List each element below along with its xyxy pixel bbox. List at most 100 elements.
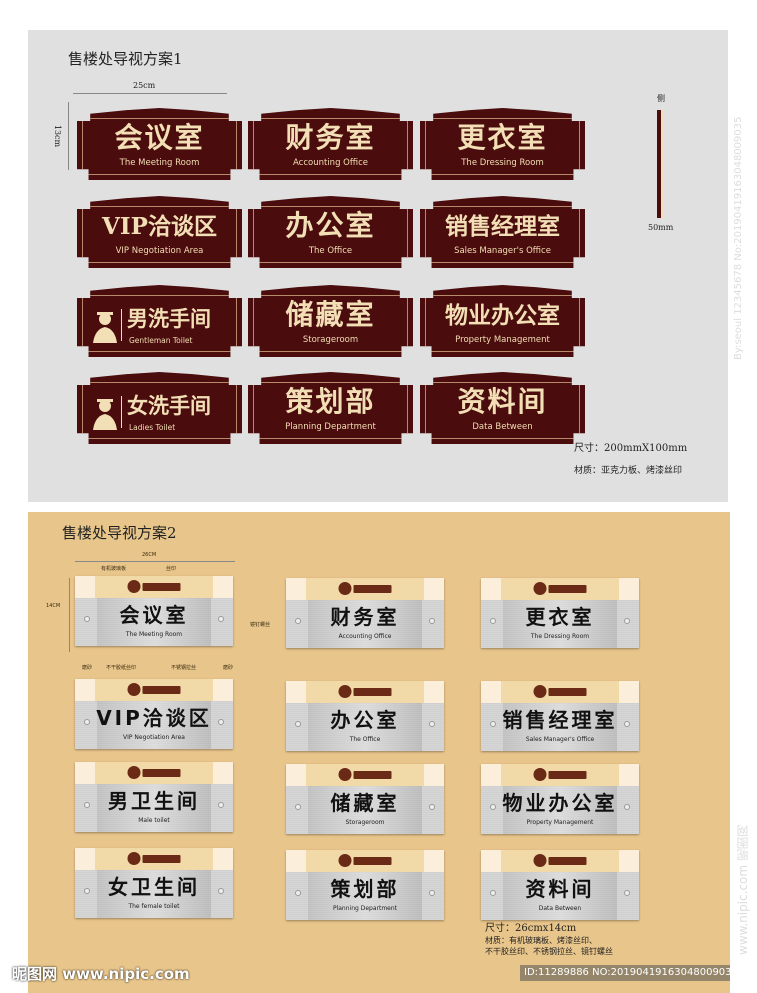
sign-subtitle: The Dressing Room [530,633,590,640]
sign-subtitle: Storageroom [302,335,359,345]
sign-border [425,206,580,263]
brand-logo-icon [127,580,181,593]
sign-border [253,382,408,439]
height-dimension-line [69,578,70,652]
sign-border [82,206,237,263]
sign-title: VIP洽谈区 [96,706,212,730]
brand-logo-icon [533,685,587,698]
woman-figure-icon [93,399,117,430]
divider [121,309,122,341]
plan2-title: 售楼处导视方案2 [62,524,177,542]
steel-plate [286,703,444,751]
sign-subtitle: VIP Negotiation Area [115,246,204,256]
plan1-title: 售楼处导视方案1 [68,50,183,68]
sign-subtitle: Accounting Office [338,633,392,640]
man-figure-icon [93,312,117,343]
width-dimension-line [73,93,227,94]
sign-title: 物业办公室 [445,302,560,329]
sign-border [253,206,408,263]
steel-plate [481,600,639,648]
height-label: 13cm [53,124,63,148]
plan1-sign: 销售经理室 Sales Manager's Office [420,196,585,268]
width-dimension-line [75,561,235,562]
sign-title: 物业办公室 [502,791,618,815]
sign-title: 男洗手间 [127,306,211,331]
steel-plate [75,870,233,918]
sign-subtitle: The Meeting Room [125,631,183,638]
sign-border [82,295,237,352]
brand-logo-icon [338,685,392,698]
sign-subtitle: Male toilet [138,817,170,824]
sign-title: 办公室 [330,708,400,732]
brand-logo-icon [338,768,392,781]
screw-icon [624,618,630,624]
watermark-vertical-2: www.nipic.com 昵图网 [736,825,750,955]
brand-logo-icon [533,582,587,595]
screw-icon [429,618,435,624]
sign-title: 销售经理室 [445,213,560,240]
annotation-screw: 镜钉螺丝 [250,622,271,628]
sign-border [82,118,237,175]
screw-icon [429,804,435,810]
sign-subtitle: Sales Manager's Office [454,246,551,256]
steel-plate [75,701,233,749]
sign-subtitle: Storageroom [345,819,385,826]
sign-title: 销售经理室 [502,708,618,732]
brand-logo-icon [127,766,181,779]
plan2-material-2: 不干胶丝印、不锈钢拉丝、镜钉螺丝 [485,947,613,956]
steel-plate [75,598,233,646]
plan2-panel: 售楼处导视方案2 26CM 14CM 有机玻璃板 丝印 镜钉螺丝 磨砂 不干胶纸… [28,512,730,993]
sign-title: 会议室 [114,121,205,154]
screw-icon [218,888,224,894]
screw-icon [218,719,224,725]
watermark-vertical: By:seoul 12345678 No:2019041916304800903… [733,116,744,361]
screw-icon [295,804,301,810]
sign-subtitle: The Dressing Room [461,158,544,168]
brand-logo-icon [338,582,392,595]
screw-icon [624,804,630,810]
screw-icon [429,890,435,896]
plan2-sign: 销售经理室 Sales Manager's Office [481,681,639,751]
screw-icon [429,721,435,727]
annotation-frosted-left: 磨砂 [82,665,93,671]
steel-plate [481,786,639,834]
steel-plate [481,703,639,751]
side-width-label: 50mm [648,223,674,232]
sign-subtitle: Data Between [472,422,533,432]
brand-logo-icon [533,768,587,781]
sign-title: 储藏室 [330,791,400,815]
sign-subtitle: Sales Manager's Office [525,736,595,743]
steel-plate [286,786,444,834]
plan2-sign: 物业办公室 Property Management [481,764,639,834]
sign-title: VIP洽谈区 [102,213,217,240]
screw-icon [490,618,496,624]
annotation-sticker: 不干胶纸丝印 [106,665,137,671]
annotation-print: 丝印 [166,566,177,572]
annotation-steel: 不锈钢拉丝 [171,665,197,671]
sign-subtitle: The female toilet [128,903,180,910]
screw-icon [490,804,496,810]
height-dimension-line [68,102,69,170]
sign-title: 更衣室 [457,121,548,154]
plan2-sign: 男卫生间 Male toilet [75,762,233,832]
screw-icon [295,890,301,896]
sign-title: 资料间 [525,877,595,901]
sign-subtitle: Accounting Office [293,158,368,168]
screw-icon [84,616,90,622]
sign-subtitle: Property Management [526,819,594,826]
plan2-material-1: 材质：有机玻璃板、烤漆丝印、 [485,936,597,945]
sign-border [82,382,237,439]
sign-title: 男卫生间 [108,789,200,813]
screw-icon [84,888,90,894]
watermark-id: ID:11289886 NO:20190419163048009035 [520,965,738,981]
